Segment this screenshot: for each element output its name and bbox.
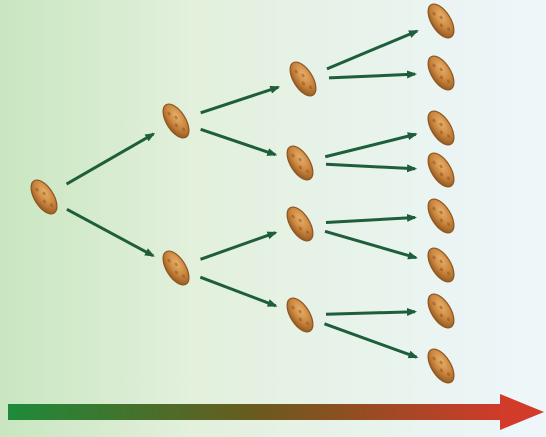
- bacterium-icon: [427, 55, 455, 91]
- bacterium-icon: [427, 110, 455, 146]
- bacterium-icon: [162, 250, 190, 286]
- arrow-right-icon: [323, 322, 419, 359]
- bacterium-icon: [286, 297, 314, 333]
- bacterium-icon: [427, 293, 455, 329]
- bacterium-icon: [427, 247, 455, 283]
- time-arrow-head: [500, 394, 544, 430]
- bacterium-icon: [427, 152, 455, 188]
- arrow-right-icon: [328, 70, 418, 80]
- bacterium-icon: [162, 103, 190, 139]
- arrow-right-icon: [199, 275, 278, 308]
- bacterium-icon: [30, 179, 58, 215]
- bacterium-icon: [286, 206, 314, 242]
- arrow-right-icon: [200, 85, 281, 115]
- bacterium-icon: [289, 61, 317, 97]
- division-arrows: [65, 29, 419, 359]
- bacterium-icon: [427, 348, 455, 384]
- arrow-right-icon: [66, 207, 155, 258]
- arrow-right-icon: [325, 307, 418, 316]
- arrow-right-icon: [324, 229, 418, 260]
- bacterium-icon: [427, 3, 455, 39]
- arrow-right-icon: [325, 162, 418, 173]
- arrow-right-icon: [324, 132, 418, 159]
- bacterium-icon: [286, 145, 314, 181]
- arrow-right-icon: [326, 29, 419, 71]
- arrow-right-icon: [325, 213, 418, 225]
- time-arrow-icon: [8, 394, 544, 430]
- arrow-right-icon: [65, 132, 156, 186]
- arrow-right-icon: [200, 127, 278, 157]
- time-arrow-shaft: [8, 404, 508, 420]
- arrow-right-icon: [200, 231, 278, 261]
- cells-layer: [30, 3, 455, 384]
- bacterium-icon: [427, 198, 455, 234]
